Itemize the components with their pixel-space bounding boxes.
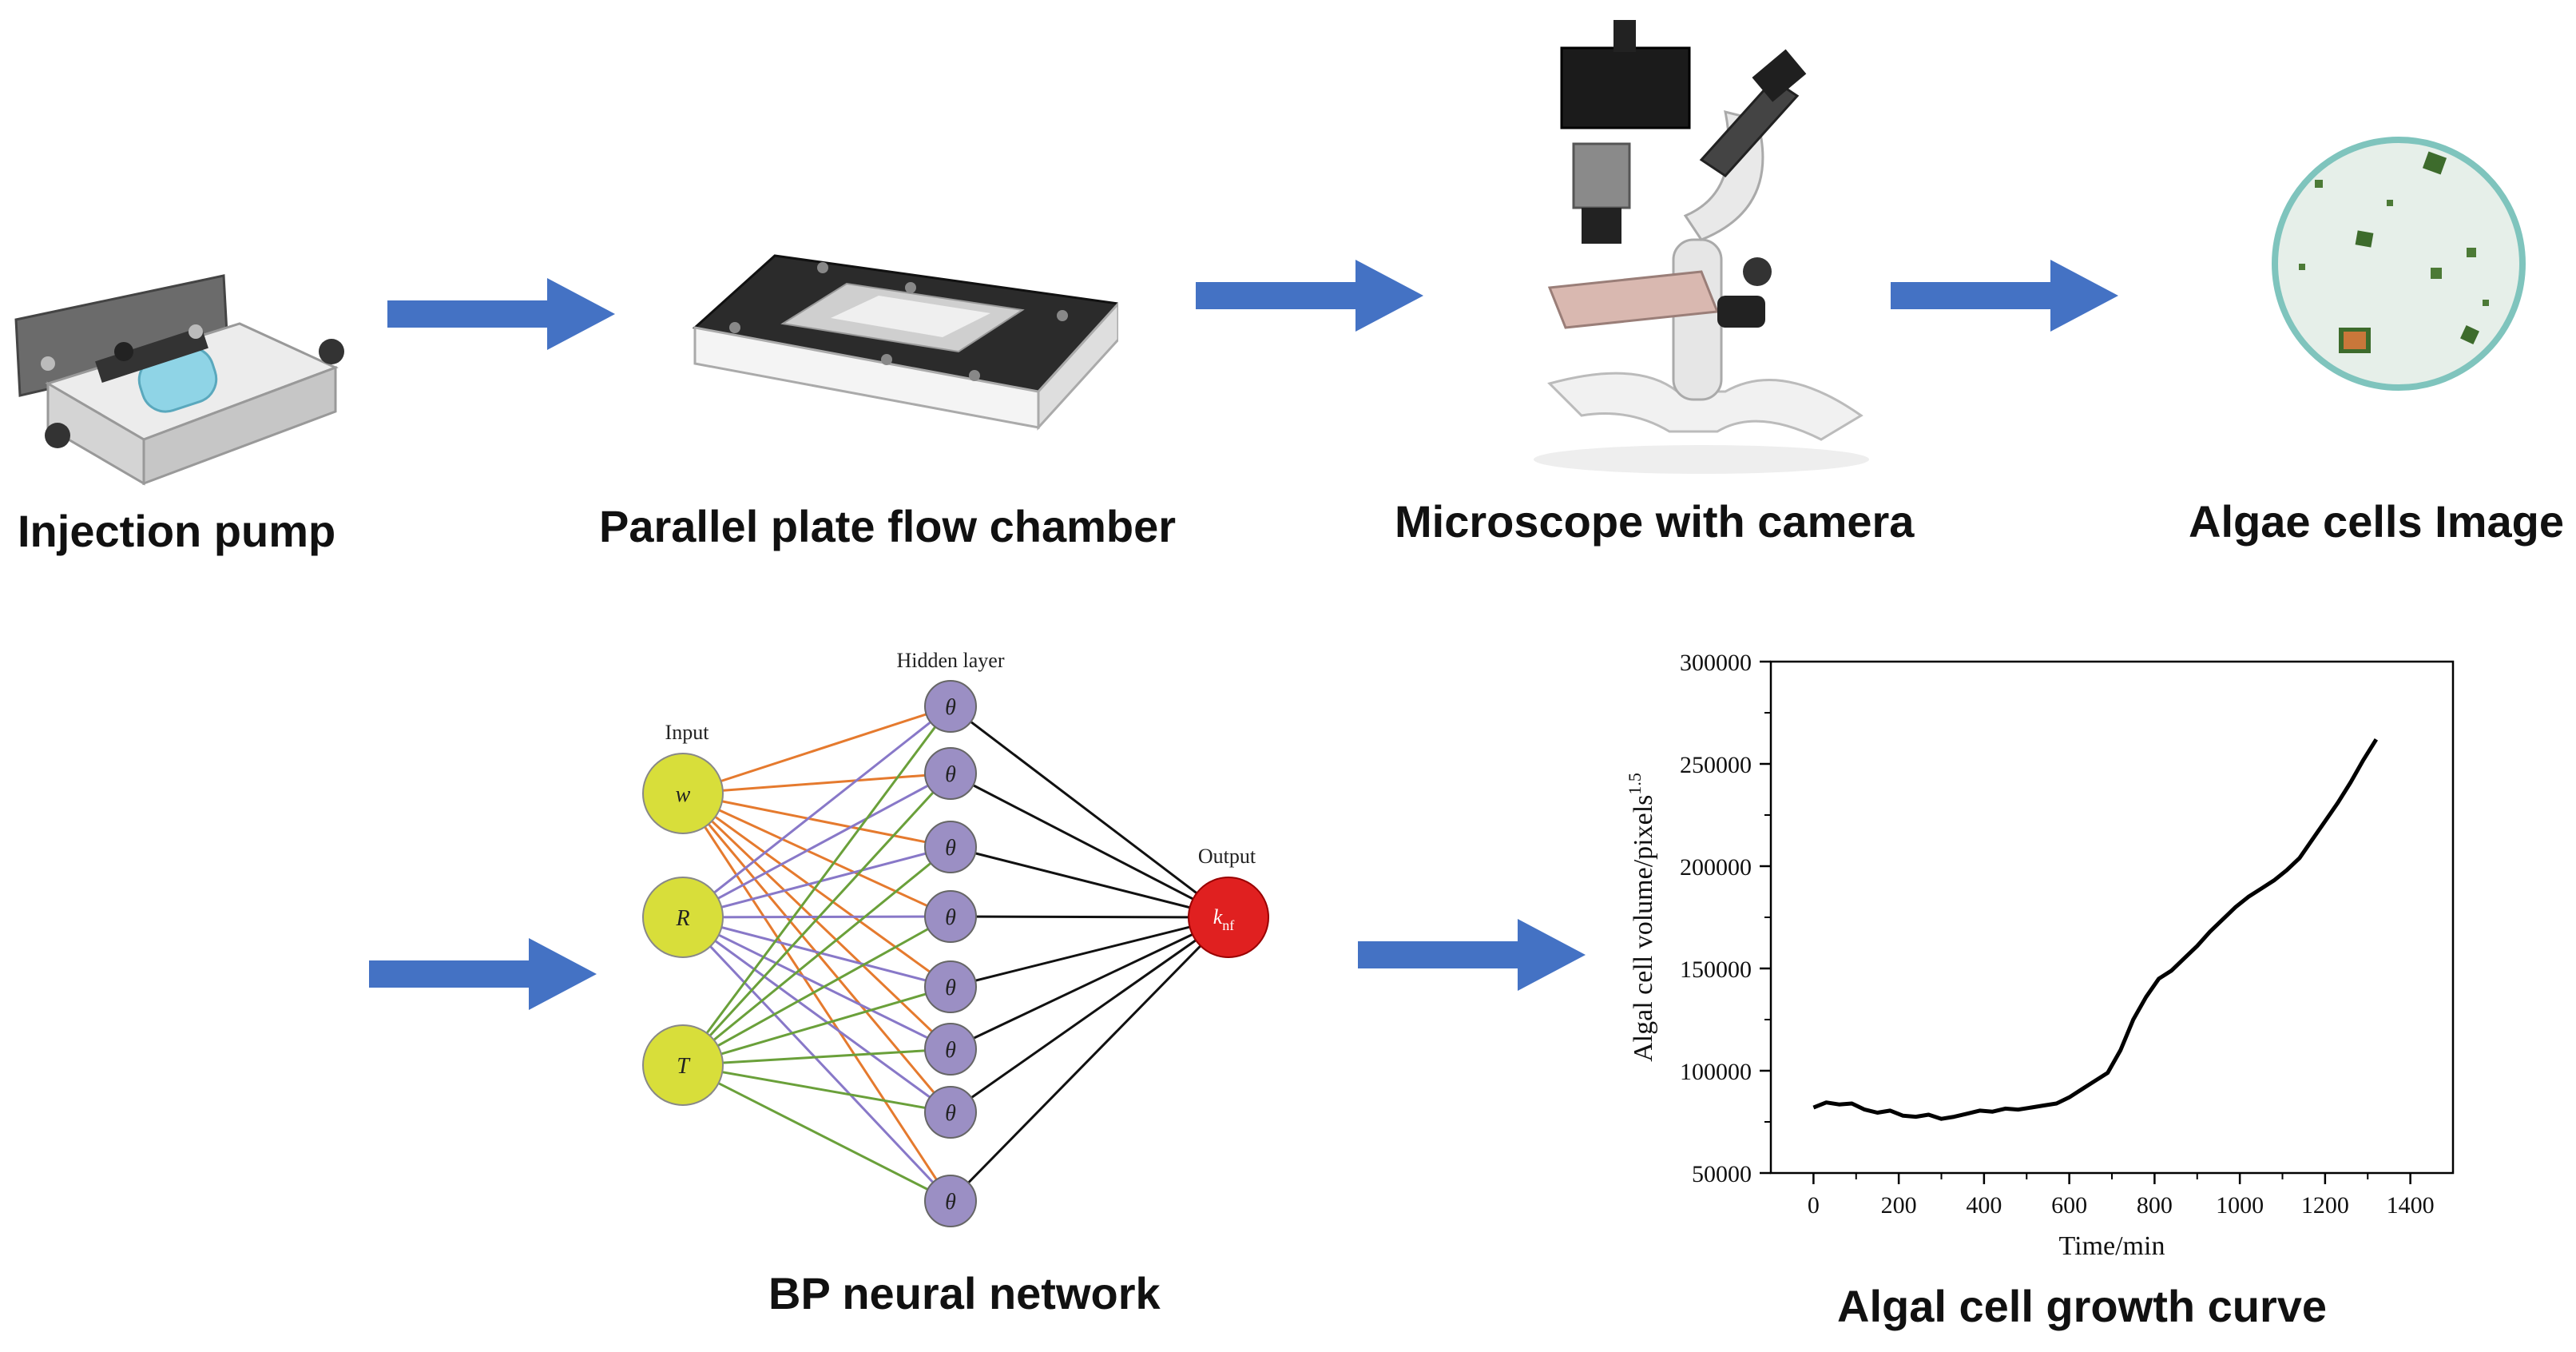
hidden-layer-title: Hidden layer [896,649,1004,672]
hidden-node-label-5: θ [945,976,956,1000]
edge-R-hidden-1 [682,705,951,919]
edge-w-hidden-6 [681,792,952,1051]
edge-R-hidden-3 [682,845,951,919]
network-nodes: wR Tθ θ θ θ θ θ θ θ knf [642,680,1269,1227]
edge-T-hidden-8 [682,1064,951,1203]
edge-hidden-5-output [950,916,1229,988]
edge-hidden-3-output [950,845,1229,919]
y-axis-ticks: 50000 100000 150000 200000 250000 300000 [1680,650,1771,1187]
edge-R-hidden-5 [682,916,951,988]
hidden-node-label-3: θ [945,836,956,861]
y-tick-label-300000: 300000 [1680,650,1752,676]
edge-w-hidden-3 [682,792,951,849]
y-tick-label-100000: 100000 [1680,1059,1752,1085]
hidden-node-1 [924,680,977,733]
x-tick-label-600: 600 [2051,1192,2087,1219]
edge-w-hidden-8 [681,793,952,1202]
edge-T-hidden-1 [681,706,952,1066]
edge-T-hidden-6 [682,1048,951,1067]
input-node-w [642,753,724,834]
input-node-label-w: w [676,782,691,807]
edge-R-hidden-6 [682,916,951,1051]
edge-T-hidden-7 [682,1064,951,1114]
hidden-node-label-8: θ [945,1190,956,1215]
edge-w-hidden-2 [682,772,951,795]
network-connections [681,705,1230,1203]
arrow-microscope-to-image [1891,260,2118,332]
x-tick-label-1200: 1200 [2301,1192,2349,1219]
edge-T-hidden-3 [682,845,951,1067]
injection-pump-illustration [14,274,344,486]
edge-w-hidden-5 [682,792,951,988]
edge-hidden-6-output [950,916,1229,1051]
input-node-R [642,877,724,958]
edge-hidden-8-output [949,916,1230,1203]
hidden-node-3 [924,821,977,873]
y-axis-label-main: Algal cell volume/pixels [1629,795,1658,1062]
x-axis-label: Time/min [2059,1231,2165,1261]
hidden-node-7 [924,1086,977,1139]
input-node-T [642,1024,724,1106]
arrow-network-to-curve [1358,919,1586,991]
x-tick-label-1000: 1000 [2216,1192,2264,1219]
edge-R-hidden-7 [682,916,951,1114]
output-layer-title: Output [1198,845,1256,868]
caption-flow-chamber: Parallel plate flow chamber [599,501,1177,551]
hidden-node-label-1: θ [945,695,956,720]
input-node-label-R: R [675,906,689,931]
edge-T-hidden-4 [682,915,951,1067]
hidden-node-8 [924,1175,977,1227]
edge-T-hidden-2 [681,772,952,1067]
edge-w-hidden-1 [682,705,951,795]
hidden-node-4 [924,890,977,943]
caption-algae-image: Algae cells Image [2189,496,2565,547]
growth-curve-chart: 0 200 400 600 800 1000 1200 1400 50000 100000 150… [1625,650,2455,1261]
output-node [1188,877,1269,958]
arrow-chamber-to-microscope [1196,260,1423,332]
edge-hidden-2-output [950,772,1229,919]
x-tick-label-0: 0 [1808,1192,1820,1219]
microscope-illustration [1534,20,1869,474]
x-axis-ticks: 0 200 400 600 800 1000 1200 1400 [1808,1173,2435,1219]
flow-chamber-illustration [692,254,1118,431]
hidden-node-label-6: θ [945,1038,956,1063]
algae-cells-micrograph [2272,137,2526,391]
y-axis-label: Algal cell volume/pixels1.5 [1625,773,1658,1062]
edge-w-hidden-4 [682,792,951,918]
input-layer-title: Input [665,721,710,744]
x-tick-label-400: 400 [1966,1192,2002,1219]
arrow-image-to-network [369,938,597,1010]
arrow-pump-to-chamber [387,278,615,350]
edge-hidden-1-output [950,705,1229,919]
edge-T-hidden-5 [682,985,951,1067]
series-line-volume [1812,738,2379,1121]
edge-R-hidden-8 [681,916,952,1203]
x-tick-label-200: 200 [1881,1192,1917,1219]
hidden-node-6 [924,1023,977,1076]
edge-R-hidden-2 [682,772,951,919]
hidden-node-5 [924,960,977,1013]
hidden-node-label-2: θ [945,762,956,787]
hidden-node-label-7: θ [945,1101,956,1126]
caption-injection-pump: Injection pump [18,506,336,556]
plot-frame [1769,660,2455,1175]
x-tick-label-800: 800 [2137,1192,2173,1219]
caption-growth-curve: Algal cell growth curve [1837,1281,2328,1331]
hidden-node-label-4: θ [945,905,956,930]
y-tick-label-200000: 200000 [1680,854,1752,881]
y-tick-label-250000: 250000 [1680,752,1752,778]
y-tick-label-50000: 50000 [1692,1161,1752,1187]
input-node-label-T: T [677,1054,691,1079]
caption-bp-network: BP neural network [768,1268,1161,1318]
edge-hidden-7-output [950,916,1229,1114]
caption-microscope: Microscope with camera [1395,496,1915,547]
output-node-label: knf [1213,905,1235,933]
x-tick-label-1400: 1400 [2387,1192,2435,1219]
y-tick-label-150000: 150000 [1680,956,1752,983]
y-axis-label-superscript: 1.5 [1625,773,1645,795]
hidden-node-2 [924,747,977,800]
